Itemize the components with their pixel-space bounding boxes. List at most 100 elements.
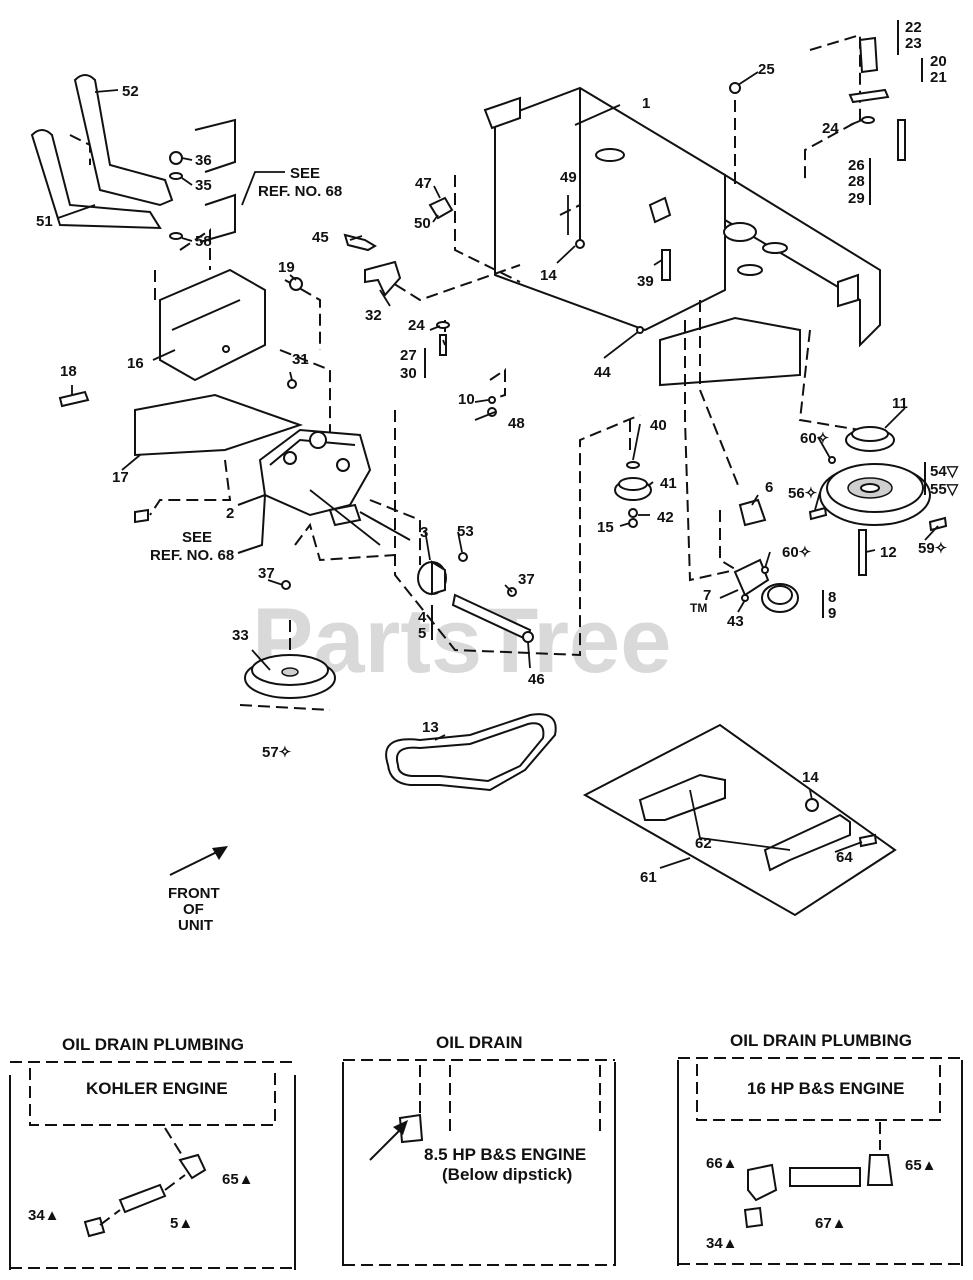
callout-25: 25 bbox=[758, 61, 775, 78]
pulley-11 bbox=[828, 426, 895, 464]
inset-2-engine: 8.5 HP B&S ENGINE bbox=[424, 1145, 586, 1164]
callout-40: 40 bbox=[650, 417, 667, 434]
bracket-see-ref-top bbox=[194, 118, 236, 243]
callout-52: 52 bbox=[122, 83, 139, 100]
pulley-54-55 bbox=[808, 463, 948, 576]
front-label-line3: UNIT bbox=[178, 917, 213, 934]
pulley-33 bbox=[244, 654, 336, 699]
bracket-6 bbox=[738, 498, 767, 527]
callout-33: 33 bbox=[232, 627, 249, 644]
see-ref-top-line1: SEE bbox=[290, 165, 320, 182]
callout-53: 53 bbox=[457, 523, 474, 540]
callout-16: 16 bbox=[127, 355, 144, 372]
callout-31: 31 bbox=[292, 351, 309, 368]
callout-29: 29 bbox=[848, 190, 865, 207]
front-arrow bbox=[169, 846, 228, 876]
callout-26: 26 bbox=[848, 157, 865, 174]
see-ref-left-line1: SEE bbox=[182, 529, 212, 546]
callout-54: 54▽ bbox=[930, 463, 959, 480]
callout-36: 36 bbox=[195, 152, 212, 169]
callout-13: 13 bbox=[422, 719, 439, 736]
inset-3-title: OIL DRAIN PLUMBING bbox=[730, 1031, 912, 1050]
callout-4: 4 bbox=[418, 609, 427, 626]
callout-45: 45 bbox=[312, 229, 329, 246]
callout-57: 57✧ bbox=[262, 744, 291, 761]
see-ref-top-line2: REF. NO. 68 bbox=[258, 183, 342, 200]
callout-39: 39 bbox=[637, 273, 654, 290]
shaft-assembly bbox=[417, 560, 534, 643]
callout-labels: 1 2 3 4 5 6 7 8 9 10 11 12 13 14 14 15 1… bbox=[36, 19, 959, 934]
callout-17: 17 bbox=[112, 469, 129, 486]
inset-8-5hp: OIL DRAIN 8.5 HP B&S ENGINE (Below dipst… bbox=[342, 1033, 616, 1266]
callout-9: 9 bbox=[828, 605, 836, 622]
inset-3-label-d: 67▲ bbox=[815, 1215, 847, 1232]
callout-18: 18 bbox=[60, 363, 77, 380]
see-ref-left-line2: REF. NO. 68 bbox=[150, 547, 234, 564]
callout-24-a: 24 bbox=[408, 317, 425, 334]
pulley-bracket-8-9 bbox=[733, 558, 799, 613]
inset-16hp: OIL DRAIN PLUMBING 16 HP B&S ENGINE 66▲ … bbox=[677, 1031, 963, 1266]
callout-49: 49 bbox=[560, 169, 577, 186]
callout-32: 32 bbox=[365, 307, 382, 324]
inset-2-note: (Below dipstick) bbox=[442, 1165, 572, 1184]
bracket-17 bbox=[134, 393, 304, 457]
shift-levers bbox=[30, 74, 174, 230]
washers-35-36-58 bbox=[169, 151, 183, 240]
callout-51: 51 bbox=[36, 213, 53, 230]
callout-55: 55▽ bbox=[930, 481, 959, 498]
callout-62: 62 bbox=[695, 835, 712, 852]
callout-14-a: 14 bbox=[540, 267, 557, 284]
callout-43: 43 bbox=[727, 613, 744, 630]
shift-plate-16 bbox=[159, 268, 266, 382]
callout-30: 30 bbox=[400, 365, 417, 382]
watermark-tm: TM bbox=[690, 601, 707, 615]
callout-60-a: 60✧ bbox=[800, 430, 829, 447]
inset-1-label-a: 65▲ bbox=[222, 1171, 254, 1188]
callout-41: 41 bbox=[660, 475, 677, 492]
inset-1-engine: KOHLER ENGINE bbox=[86, 1079, 228, 1098]
bracket-see-ref-left bbox=[237, 493, 267, 554]
callout-11: 11 bbox=[892, 395, 908, 412]
callout-8: 8 bbox=[828, 589, 836, 606]
callout-56: 56✧ bbox=[788, 485, 817, 502]
callout-64: 64 bbox=[836, 849, 853, 866]
callout-61: 61 bbox=[640, 869, 657, 886]
inset-1-label-c: 5▲ bbox=[170, 1215, 193, 1232]
front-label-line1: FRONT bbox=[168, 885, 220, 902]
callout-7: 7 bbox=[703, 587, 711, 604]
callout-28: 28 bbox=[848, 173, 865, 190]
inset-3-engine: 16 HP B&S ENGINE bbox=[747, 1079, 904, 1098]
callout-14-b: 14 bbox=[802, 769, 819, 786]
idler-pulley-41 bbox=[614, 461, 652, 528]
leader-lines bbox=[57, 71, 939, 869]
callout-19: 19 bbox=[278, 259, 295, 276]
callout-37-b: 37 bbox=[518, 571, 535, 588]
callout-44: 44 bbox=[594, 364, 611, 381]
inset-kohler: OIL DRAIN PLUMBING KOHLER ENGINE 65▲ 34▲… bbox=[9, 1035, 296, 1270]
callout-5: 5 bbox=[418, 625, 426, 642]
callout-47: 47 bbox=[415, 175, 432, 192]
inset-1-title: OIL DRAIN PLUMBING bbox=[62, 1035, 244, 1054]
inset-1-label-b: 34▲ bbox=[28, 1207, 60, 1224]
front-label-line2: OF bbox=[183, 901, 204, 918]
callout-60-b: 60✧ bbox=[782, 544, 811, 561]
callout-59: 59✧ bbox=[918, 540, 947, 557]
callout-15: 15 bbox=[597, 519, 614, 536]
callout-50: 50 bbox=[414, 215, 431, 232]
callout-10: 10 bbox=[458, 391, 475, 408]
belt-13 bbox=[385, 713, 557, 792]
callout-35: 35 bbox=[195, 177, 212, 194]
callout-42: 42 bbox=[657, 509, 674, 526]
callout-48: 48 bbox=[508, 415, 525, 432]
inset-3-label-c: 34▲ bbox=[706, 1235, 738, 1252]
callout-37-a: 37 bbox=[258, 565, 275, 582]
inset-2-title: OIL DRAIN bbox=[436, 1033, 523, 1052]
callout-2: 2 bbox=[226, 505, 234, 522]
pin-assembly-20-29 bbox=[729, 36, 906, 161]
frame-chassis bbox=[483, 86, 881, 387]
callout-1: 1 bbox=[642, 95, 650, 112]
callout-3: 3 bbox=[420, 524, 428, 541]
callout-46: 46 bbox=[528, 671, 545, 688]
callout-12: 12 bbox=[880, 544, 897, 561]
